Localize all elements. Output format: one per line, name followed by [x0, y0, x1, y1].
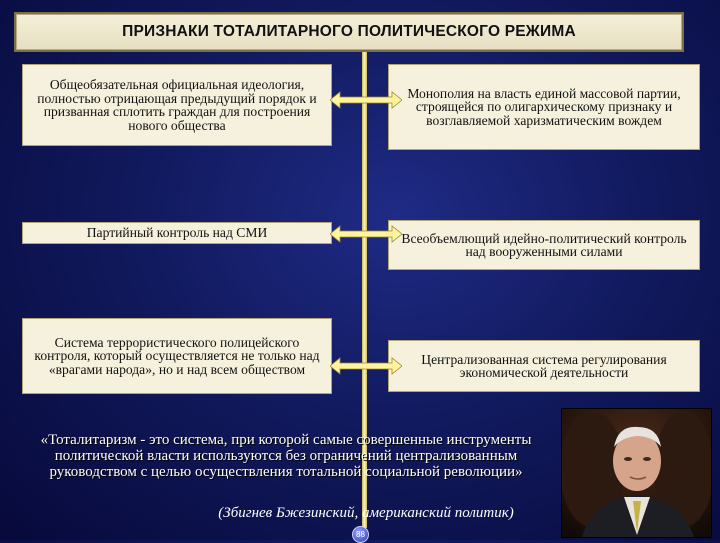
double-arrow-icon [330, 225, 402, 243]
page-number-badge: 88 [352, 526, 369, 543]
feature-box-party-monopoly: Монополия на власть единой массовой парт… [388, 64, 700, 150]
quote-attribution: (Збигнев Бжезинский, американский полити… [218, 505, 514, 521]
slide-title: ПРИЗНАКИ ТОТАЛИТАРНОГО ПОЛИТИЧЕСКОГО РЕЖ… [16, 14, 682, 50]
portrait-photo [561, 408, 712, 538]
brzezinski-quote: «Тоталитаризм - это система, при которой… [40, 432, 532, 480]
central-divider-line [362, 52, 367, 528]
double-arrow-icon [330, 91, 402, 109]
feature-box-media-control: Партийный контроль над СМИ [22, 222, 332, 244]
feature-box-economy: Централизованная система регулирования э… [388, 340, 700, 392]
double-arrow-icon [330, 357, 402, 375]
feature-box-ideology: Общеобязательная официальная идеология, … [22, 64, 332, 146]
feature-box-police-terror: Система террористического полицейского к… [22, 318, 332, 394]
feature-box-army-control: Всеобъемлющий идейно-политический контро… [388, 220, 700, 270]
